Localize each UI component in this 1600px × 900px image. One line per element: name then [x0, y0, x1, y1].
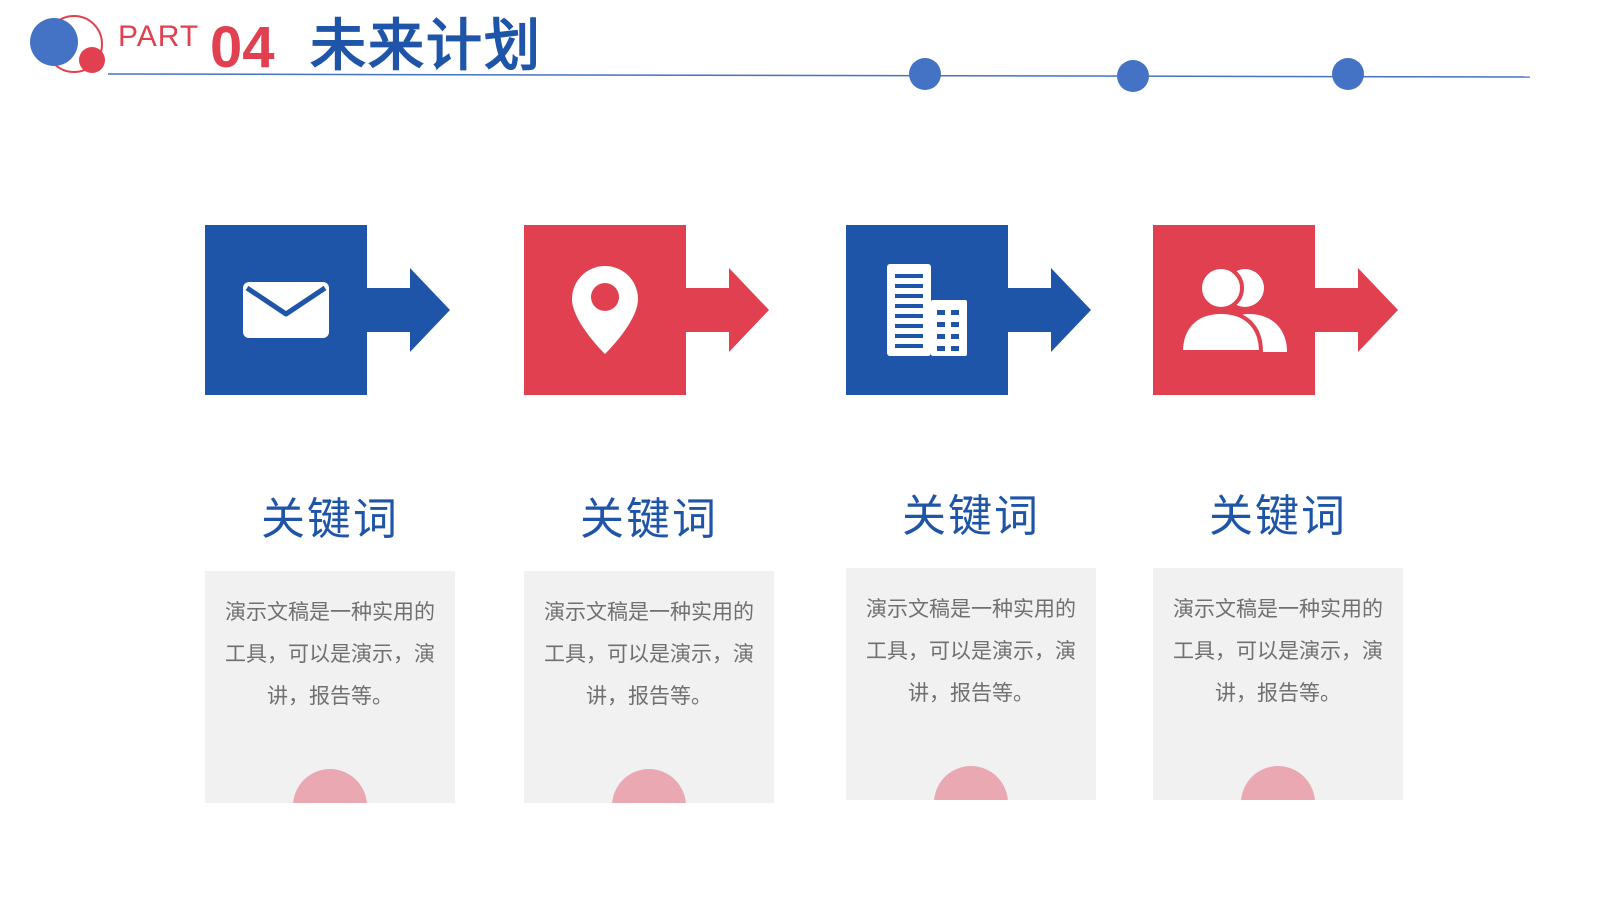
timeline-dot: [1332, 58, 1364, 90]
page-title: 未来计划: [310, 14, 542, 79]
timeline-divider: [107, 58, 1531, 92]
location-pin-icon: [572, 266, 638, 354]
feature-card: 关键词 演示文稿是一种实用的工具，可以是演示，演讲，报告等。: [846, 225, 1096, 800]
timeline-dot: [909, 58, 941, 90]
icon-box: [846, 225, 1008, 395]
icon-box: [524, 225, 686, 395]
envelope-icon: [243, 282, 329, 338]
decorative-circle: [612, 769, 686, 803]
icon-block: [205, 225, 455, 395]
feature-card: 关键词 演示文稿是一种实用的工具，可以是演示，演讲，报告等。: [524, 225, 774, 803]
part-number: 04: [210, 15, 275, 80]
icon-block: [524, 225, 774, 395]
icon-block: [1153, 225, 1403, 395]
decorative-circle: [1241, 766, 1315, 800]
decorative-circle: [293, 769, 367, 803]
part-label: PART: [118, 20, 200, 53]
part-logo-circles: [30, 15, 105, 73]
feature-card: 关键词 演示文稿是一种实用的工具，可以是演示，演讲，报告等。: [1153, 225, 1403, 800]
card-keyword: 关键词: [580, 494, 718, 545]
arrow-right-icon: [365, 268, 450, 352]
arrow-right-icon: [1006, 268, 1091, 352]
card-description-box: 演示文稿是一种实用的工具，可以是演示，演讲，报告等。: [205, 571, 455, 803]
users-icon: [1181, 268, 1287, 352]
card-description: 演示文稿是一种实用的工具，可以是演示，演讲，报告等。: [866, 597, 1076, 705]
arrow-right-icon: [1313, 268, 1398, 352]
timeline-dot: [1117, 60, 1149, 92]
card-keyword: 关键词: [902, 491, 1040, 542]
decorative-circle: [934, 766, 1008, 800]
icon-block: [846, 225, 1096, 395]
arrow-right-icon: [684, 268, 769, 352]
card-description: 演示文稿是一种实用的工具，可以是演示，演讲，报告等。: [225, 600, 435, 708]
card-description: 演示文稿是一种实用的工具，可以是演示，演讲，报告等。: [1173, 597, 1383, 705]
card-keyword: 关键词: [1209, 491, 1347, 542]
card-description: 演示文稿是一种实用的工具，可以是演示，演讲，报告等。: [544, 600, 754, 708]
card-description-box: 演示文稿是一种实用的工具，可以是演示，演讲，报告等。: [1153, 568, 1403, 800]
icon-box: [1153, 225, 1315, 395]
icon-box: [205, 225, 367, 395]
card-description-box: 演示文稿是一种实用的工具，可以是演示，演讲，报告等。: [524, 571, 774, 803]
card-keyword: 关键词: [261, 494, 399, 545]
card-description-box: 演示文稿是一种实用的工具，可以是演示，演讲，报告等。: [846, 568, 1096, 800]
building-icon: [887, 264, 967, 356]
feature-card: 关键词 演示文稿是一种实用的工具，可以是演示，演讲，报告等。: [205, 225, 455, 803]
